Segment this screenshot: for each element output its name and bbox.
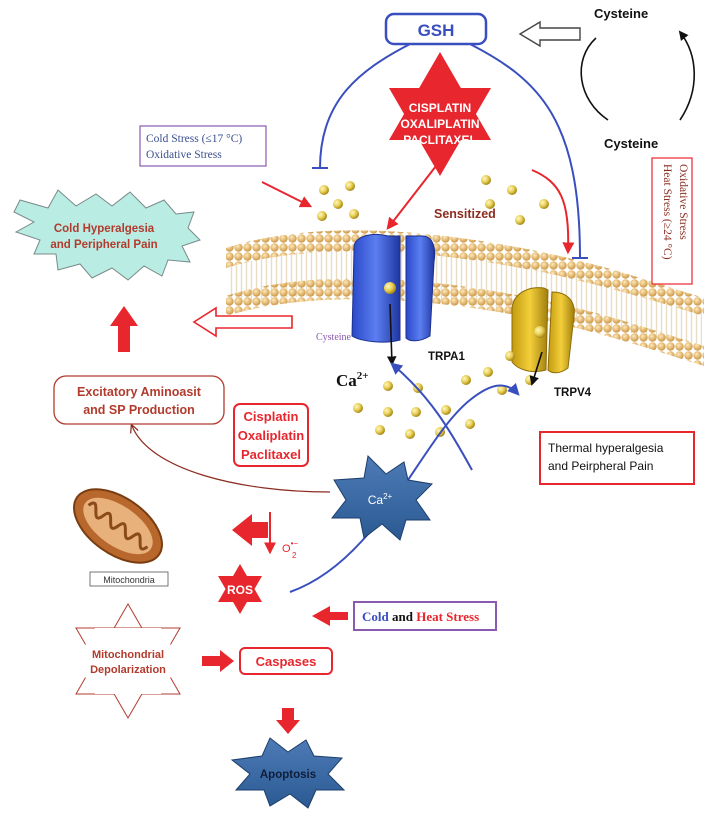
trpv4-channel <box>511 287 575 374</box>
heat-stress-box: Heat Stress (≥24 °C) Oxidative Stress <box>651 157 693 285</box>
cold-stress-line-2: Oxidative Stress <box>146 149 222 161</box>
drugs-box-line-3: Paclitaxel <box>241 447 301 462</box>
cysteine-bottom-label: Cysteine <box>604 136 658 151</box>
apoptosis-label: Apoptosis <box>260 769 316 781</box>
gsh-box: GSH <box>384 12 488 46</box>
red-arrows <box>261 165 575 555</box>
ros-feedback-arrows <box>289 362 520 593</box>
cysteine-cycle-arrow <box>580 30 695 121</box>
calcium-ion-label: Ca2+ <box>336 370 369 390</box>
calcium-star-label: Ca2+ <box>368 492 393 507</box>
thermal-box: Thermal hyperalgesia and Peirpheral Pain <box>539 431 695 485</box>
ros-label: ROS <box>227 583 253 597</box>
cold-hyperalgesia-line-2: and Peripheral Pain <box>50 239 157 251</box>
cold-stress-line-1: Cold Stress (≤17 °C) <box>146 133 242 145</box>
mitochondrion-image <box>73 488 163 564</box>
cysteine-top-label: Cysteine <box>594 6 648 21</box>
drugs-star-line-1: CISPLATIN <box>409 101 471 115</box>
red-block-arrows <box>110 306 348 734</box>
heat-stress-line-2: Oxidative Stress <box>677 164 689 240</box>
caspases-label: Caspases <box>256 654 317 669</box>
gsh-label: GSH <box>418 21 455 40</box>
heat-stress-line-1: Heat Stress (≥24 °C) <box>661 164 673 260</box>
drugs-star-line-2: OXALIPLATIN <box>400 117 479 131</box>
ros-star: ROS <box>218 564 262 614</box>
cold-hyperalgesia-line-1: Cold Hyperalgesia <box>54 223 155 235</box>
excitatory-box: Excitatory Aminoasit and SP Production <box>53 375 225 425</box>
channel-flux-arrows <box>386 303 543 386</box>
trpa1-channel <box>351 234 436 343</box>
svg-text:Cold and Heat Stress: Cold and Heat Stress <box>362 609 479 624</box>
cold-stress-box: Cold Stress (≤17 °C) Oxidative Stress <box>139 125 267 167</box>
thermal-line-1: Thermal hyperalgesia <box>548 441 664 455</box>
cold-heat-stress-box: Cold and Heat Stress <box>353 601 497 631</box>
mito-depolarization-line-1: Mitochondrial <box>92 649 164 661</box>
drugs-box-line-2: Oxaliplatin <box>238 428 305 443</box>
thermal-line-2: and Peirpheral Pain <box>548 459 653 473</box>
gsh-inhibition-lines <box>312 43 588 259</box>
calcium-ions <box>317 175 549 439</box>
excitatory-line-2: and SP Production <box>83 403 195 417</box>
apoptosis-burst: Apoptosis <box>230 737 346 809</box>
cell-membrane <box>226 230 704 366</box>
drugs-star-line-3: PACLITAXEL <box>403 133 477 147</box>
sensitized-label: Sensitized <box>434 207 496 221</box>
drugs-box: Cisplatin Oxaliplatin Paclitaxel <box>233 403 309 467</box>
trpa1-label: TRPA1 <box>428 351 465 363</box>
membrane-to-excitatory-arrow <box>192 306 293 338</box>
mito-depolarization-line-2: Depolarization <box>90 664 166 676</box>
cysteine-to-gsh-arrow <box>518 20 581 48</box>
trpv4-label: TRPV4 <box>554 387 592 399</box>
mito-depolarization-star: Mitochondrial Depolarization <box>75 603 181 719</box>
drugs-star: CISPLATIN OXALIPLATIN PACLITAXEL <box>389 52 491 176</box>
calcium-to-excitatory-line <box>132 426 331 493</box>
mitochondria-label: Mitochondria <box>103 575 155 585</box>
cold-hyperalgesia-burst: Cold Hyperalgesia and Peripheral Pain <box>13 189 201 281</box>
cysteine-channel-label: Cysteine <box>316 332 352 343</box>
superoxide-label: O•−2 <box>282 539 298 560</box>
caspases-box: Caspases <box>239 647 333 675</box>
mitochondria-label-box: Mitochondria <box>89 571 169 587</box>
drugs-box-line-1: Cisplatin <box>244 409 299 424</box>
calcium-star: Ca2+ <box>330 454 434 541</box>
excitatory-line-1: Excitatory Aminoasit <box>77 385 202 399</box>
